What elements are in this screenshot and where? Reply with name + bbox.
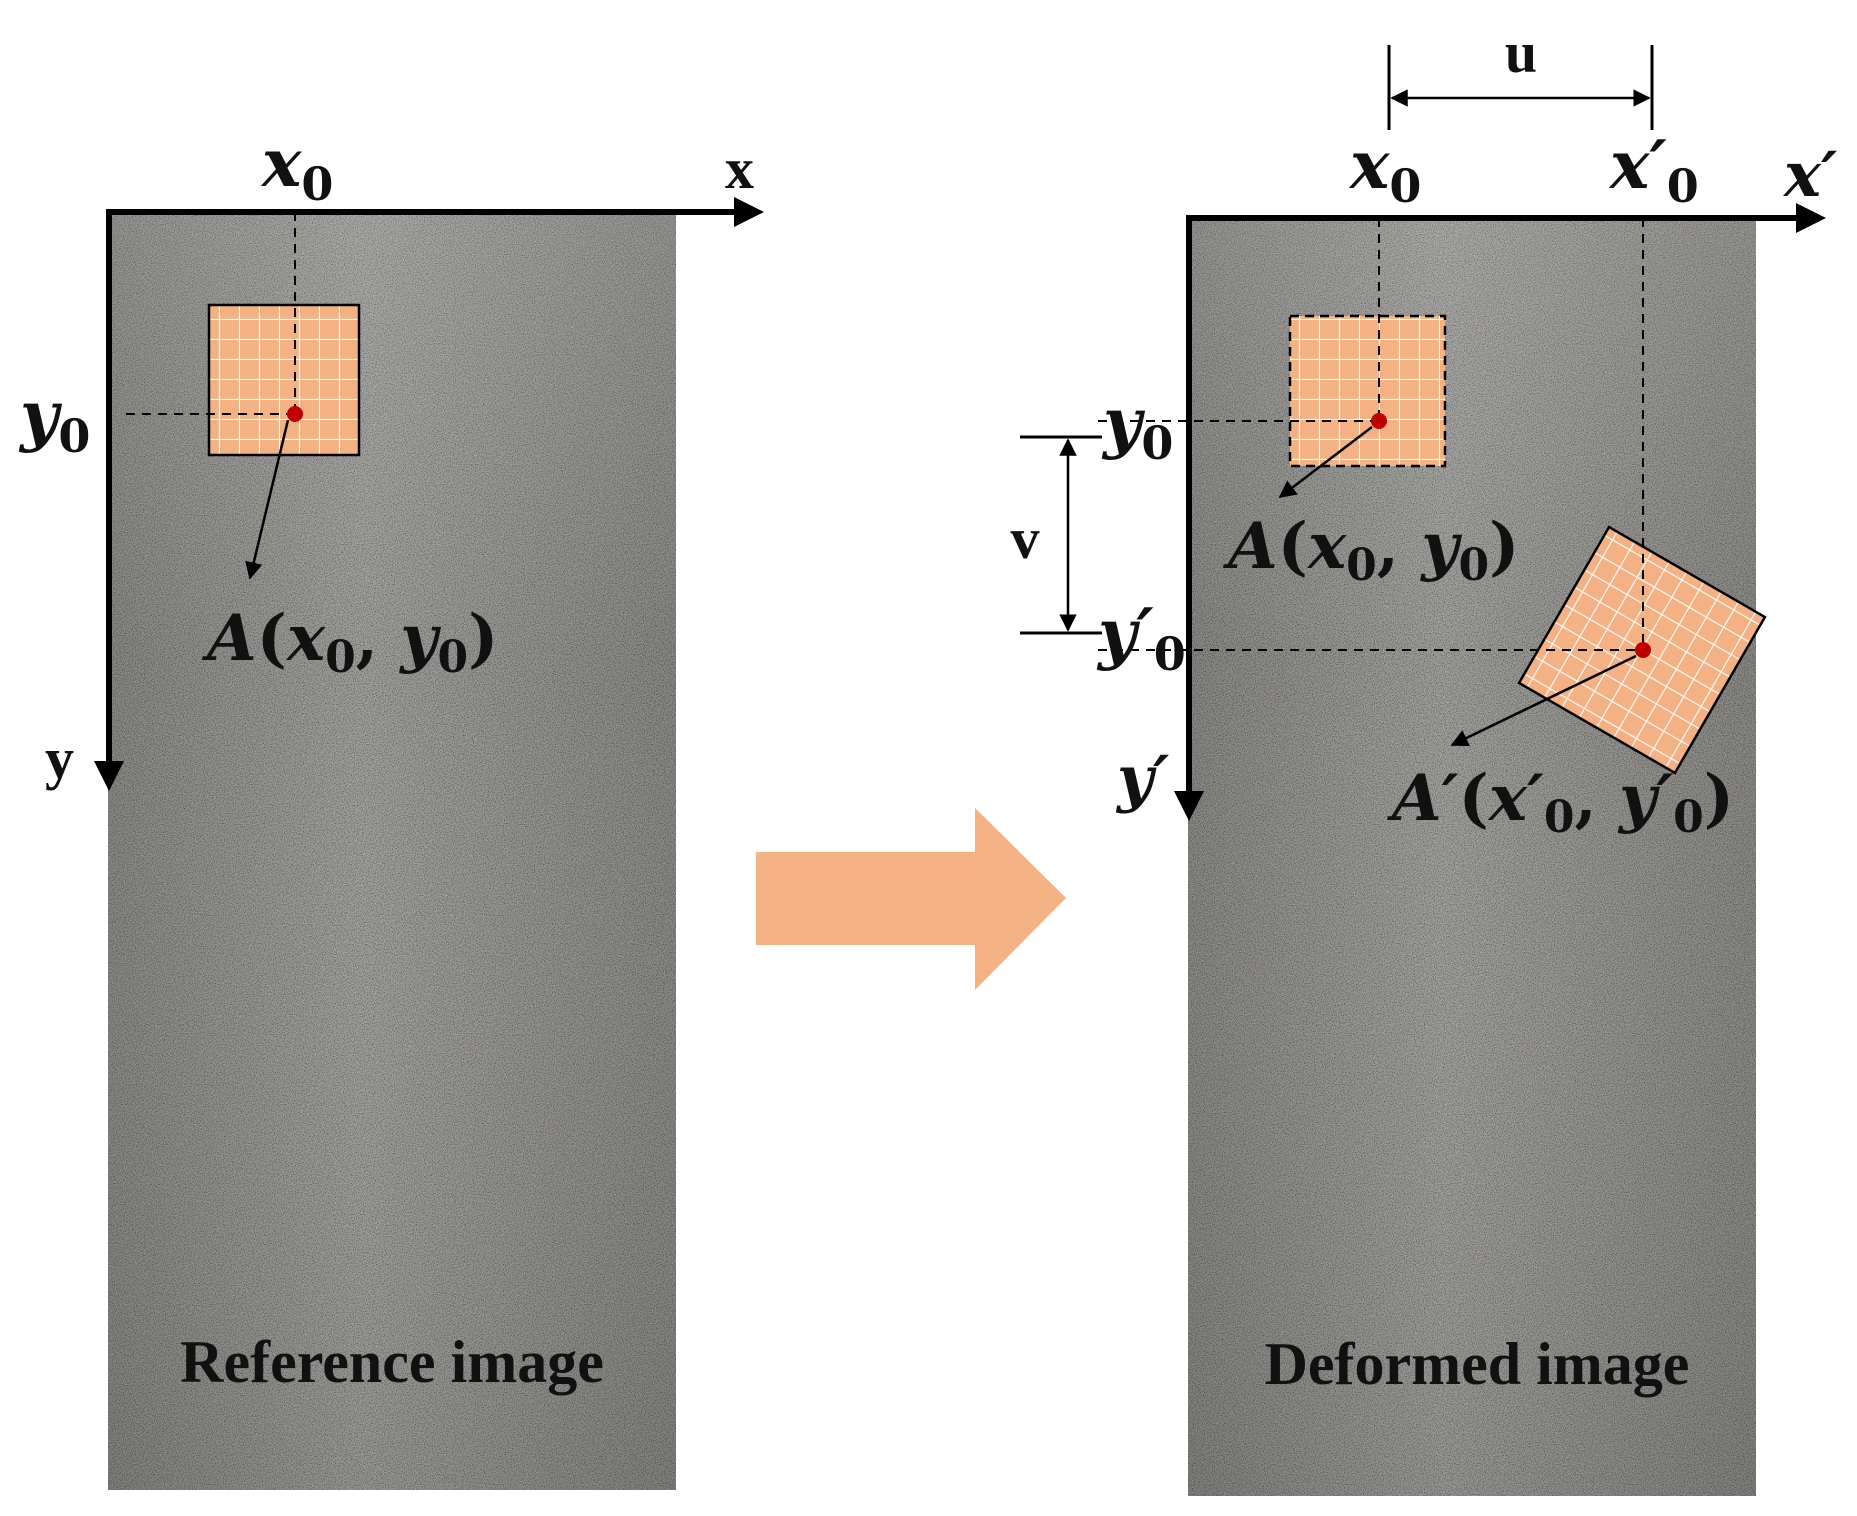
deformed-point-a-label: A(x0, y0) — [1223, 509, 1519, 591]
reference-y0-label: y0 — [18, 376, 90, 463]
reference-axis-x-label: x — [725, 136, 754, 201]
reference-panel: x y x0 y0 A(x0, y0) Reference image — [18, 124, 764, 1490]
deformed-point-a-prime — [1635, 642, 1651, 658]
reference-point-a — [287, 406, 303, 422]
deformed-point-a-prime-label: A′(x′0, y′0) — [1387, 761, 1734, 843]
deformed-axis-y-label: y′ — [1115, 742, 1169, 815]
deformed-pointer-a — [1278, 426, 1373, 499]
reference-point-label: A(x0, y0) — [202, 601, 498, 683]
deformed-panel: u v x′ y′ x0 x′0 y0 y′0 A(x0, y0) A′(x′0… — [1011, 20, 1837, 1496]
transition-arrow — [756, 808, 1066, 990]
deformed-y0-label: y0 — [1101, 383, 1173, 470]
reference-axis-y-label: y — [45, 726, 74, 791]
deformed-y0p-label: y′0 — [1096, 594, 1186, 681]
deformed-pointer-a-prime — [1450, 654, 1637, 747]
reference-caption: Reference image — [180, 1329, 604, 1395]
reference-speckle-shade — [108, 212, 676, 1490]
deformed-speckle-shade — [1188, 218, 1756, 1496]
deformed-caption: Deformed image — [1265, 1331, 1690, 1397]
deformed-x0p-label: x′0 — [1608, 126, 1699, 213]
reference-x0-label: x0 — [260, 124, 333, 211]
deformed-x0-label: x0 — [1348, 126, 1421, 213]
v-label: v — [1011, 506, 1040, 571]
reference-subset — [207, 303, 361, 457]
deformed-point-a — [1371, 413, 1387, 429]
deformed-original-subset — [1288, 314, 1447, 468]
deformed-axis-x-label: x′ — [1782, 138, 1837, 211]
reference-pointer-arrow — [245, 419, 290, 580]
u-label: u — [1505, 20, 1537, 85]
